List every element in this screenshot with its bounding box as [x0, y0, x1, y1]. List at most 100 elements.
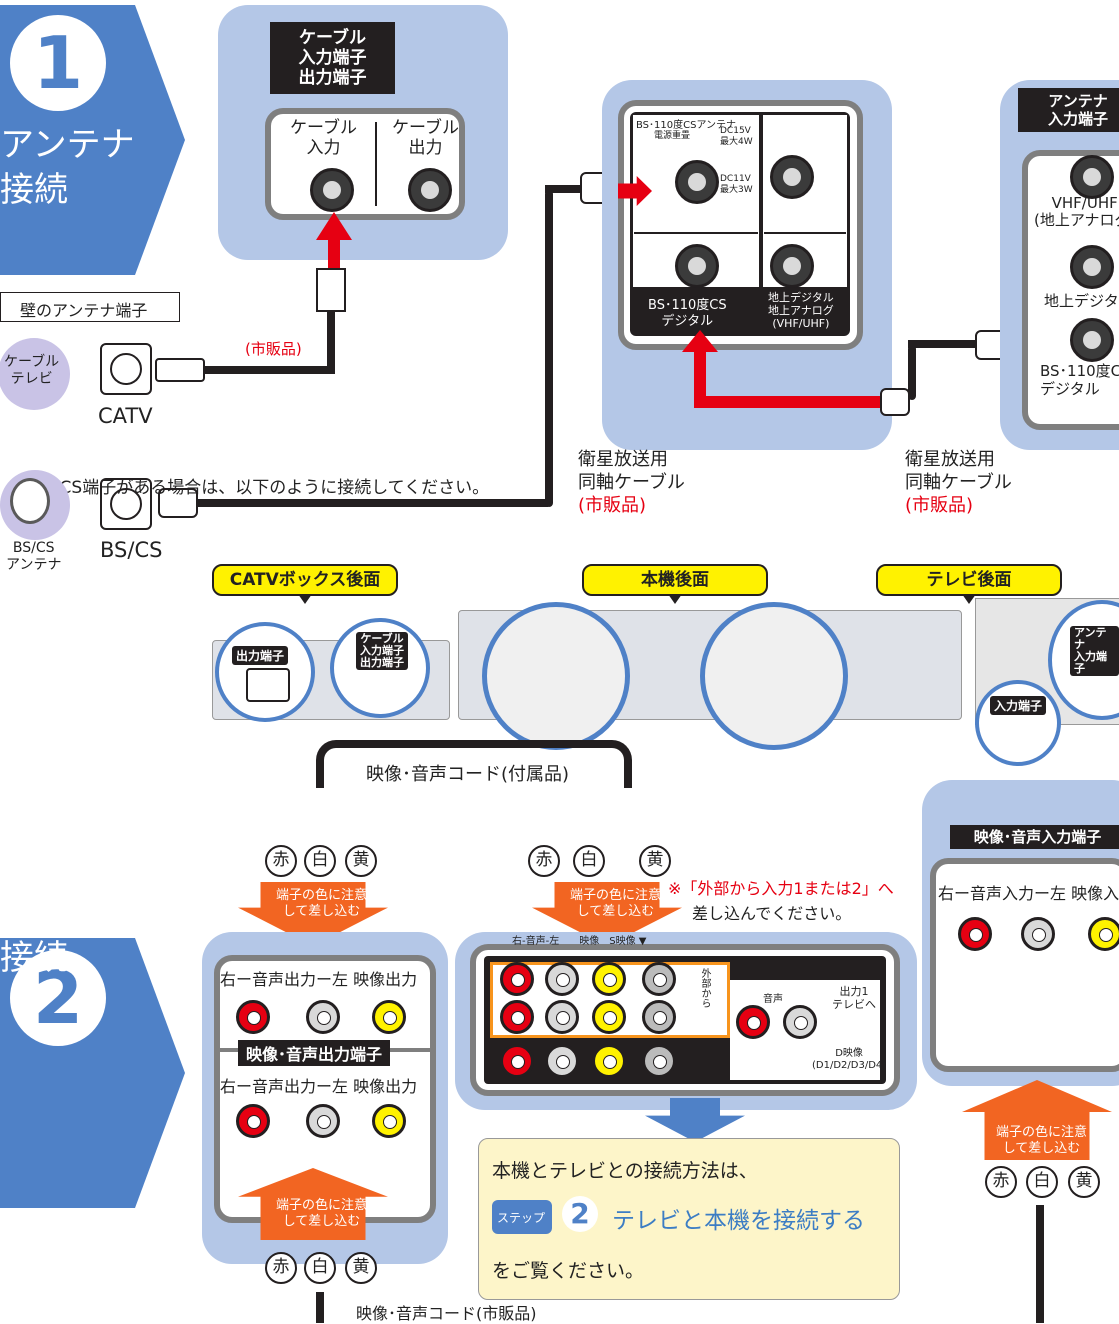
tv-jack-white [1021, 917, 1055, 951]
tv-input-label: 入力端子 [990, 696, 1047, 715]
plug-red-tv: 赤 [985, 1166, 1017, 1198]
catv-outlet [100, 343, 152, 395]
cable-terminal-label: ケーブル 入力端子 出力端子 [270, 22, 395, 94]
av-cord-bottom [316, 1292, 324, 1323]
cable-output-jack [408, 168, 452, 212]
info-step-link[interactable]: テレビと本機を接続する [612, 1208, 865, 1234]
red-arrow-stem [328, 238, 340, 268]
color-note-bottom-left: 端子の色に注意して差し込む [276, 1198, 368, 1229]
tv-digital-label: 地上デジタル [1044, 292, 1119, 310]
step2-title-line2: コード [0, 898, 102, 938]
rec-out1-red [736, 1005, 770, 1039]
catv-cable-plug [316, 268, 346, 312]
plug-yellow-bottom: 黄 [345, 1252, 377, 1284]
rec-audio-label: 音声 [763, 994, 783, 1005]
bs-antenna-jack [675, 160, 719, 204]
plug-red-right: 赤 [528, 845, 560, 877]
catv-av-label: 映像･音声出力端子 [238, 1040, 391, 1066]
tv-cable-line [908, 345, 916, 400]
ext-note-line2: 差し込んでください。 [692, 904, 852, 923]
info-line1: 本機とテレビとの接続方法は、 [492, 1160, 758, 1182]
step2-number: 2 [10, 950, 106, 1046]
red-arrow-l-vertical [694, 345, 706, 408]
terr-antenna-jack [770, 155, 814, 199]
ext-note-line1: ※「外部から入力1または2」へ [668, 879, 894, 898]
recorder-av-circle [482, 602, 630, 750]
catv-av-footer: 右ー音声出力ー左 映像出力 [220, 1077, 418, 1096]
plug-yellow-tv: 黄 [1068, 1166, 1100, 1198]
rec-ext-label: 外部から [699, 968, 710, 1008]
plug-yellow-right: 黄 [639, 845, 671, 877]
catv-jack-red-bottom [236, 1104, 270, 1138]
catv-box-callout: CATVボックス後面 [212, 564, 398, 604]
sat-cable-right: 衛星放送用同軸ケーブル(市販品) [905, 449, 1012, 516]
tv-av-label: 映像･音声入力端子 [950, 825, 1119, 849]
cable-input-label: ケーブル入力 [290, 118, 357, 158]
tv-vhf-jack [1070, 155, 1114, 199]
rec-svideo-1 [642, 962, 676, 996]
catv-jack-white-bottom [306, 1104, 340, 1138]
bscs-outlet [100, 478, 152, 530]
terr-tv-jack [770, 244, 814, 288]
recorder-av-header: 右-音声-左 映像 S映像 ▼ [512, 936, 647, 947]
step1-title-line2: 接続 [0, 170, 68, 210]
plug-white-left: 白 [304, 845, 336, 877]
step1-title-line1: アンテナ [0, 125, 135, 165]
rec-jack-white-1 [545, 962, 579, 996]
step2-title-line3: 接続 [0, 938, 68, 978]
rec-jack-white-2 [545, 1000, 579, 1034]
catv-jack-white-top [306, 1000, 340, 1034]
rec-out1-white [783, 1005, 817, 1039]
bscs-plug [158, 488, 198, 518]
bs-header: BS･110度CSアンテナ [636, 120, 737, 131]
info-line3: をご覧ください。 [492, 1260, 645, 1282]
tv-digital-jack [1070, 245, 1114, 289]
catv-cable-label: ケーブル入力端子出力端子 [356, 632, 408, 670]
plug-red-bottom: 赤 [265, 1252, 297, 1284]
tv-input-circle [975, 680, 1061, 766]
rec-jack-yellow-2 [592, 1000, 626, 1034]
bs-tv-jack [675, 244, 719, 288]
plug-white-right: 白 [573, 845, 605, 877]
step2-title-line1: 映像･音声 [0, 858, 153, 898]
sat-cable-left: 衛星放送用同軸ケーブル(市販品) [578, 449, 685, 516]
red-arrow-l-horizontal [694, 396, 884, 408]
av-cord-supplied: 映像･音声コード(付属品) [362, 760, 574, 786]
rec-svideo-3 [642, 1044, 676, 1078]
rec-svideo-2 [642, 1000, 676, 1034]
tv-cable-line2 [908, 340, 978, 348]
av-cord-retail: 映像･音声コード(市販品) [356, 1304, 537, 1323]
tv-jack-yellow [1088, 917, 1119, 951]
info-step-word: ステップ [497, 1211, 546, 1225]
bs-divider [634, 232, 758, 234]
color-note-right: 端子の色に注意して差し込む [570, 888, 662, 919]
terr-divider [764, 232, 846, 234]
tv-bs-jack [1070, 318, 1114, 362]
catv-outlet-jack [110, 353, 142, 385]
recorder-antenna-circle [700, 602, 848, 750]
color-note-bottom-right: 端子の色に注意して差し込む [996, 1125, 1088, 1156]
tv-antenna-board [1022, 150, 1119, 430]
catv-out-circle [215, 622, 315, 722]
plug-white-tv: 白 [1026, 1166, 1058, 1198]
tv-callout: テレビ後面 [876, 564, 1062, 604]
rec-jack-yellow-1 [592, 962, 626, 996]
plug-red-left: 赤 [265, 845, 297, 877]
rec-dvideo: D映像(D1/D2/D3/D4) [812, 1048, 887, 1071]
bscs-cable-top [545, 185, 585, 193]
tv-antenna-label: アンテナ入力端子 [1018, 88, 1119, 132]
catv-av-header: 右ー音声出力ー左 映像出力 [220, 970, 418, 989]
bscs-label: BS/CS [100, 538, 163, 562]
catv-jack-yellow-top [372, 1000, 406, 1034]
info-step-badge [492, 1200, 552, 1234]
tv-antenna-small-label: アンテナ入力端子 [1070, 626, 1119, 676]
bscs-cable-vertical [545, 190, 553, 507]
catv-cable-vertical [327, 310, 335, 372]
bs-note: ※ BS/CS端子がある場合は、以下のように接続してください。 [12, 478, 490, 498]
tv-vhf-label: VHF/UHF(地上アナログ) [1034, 194, 1119, 229]
av-cord-top-loop [316, 740, 632, 788]
